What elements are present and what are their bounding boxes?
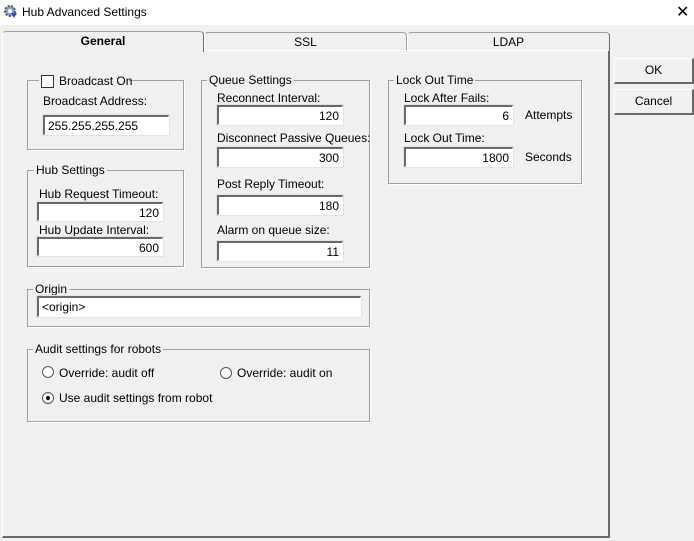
lock-after-fails-input[interactable]: 6 <box>403 104 514 126</box>
gear-app-icon <box>4 5 17 18</box>
hub-update-interval-input[interactable]: 600 <box>36 236 164 257</box>
audit-on-radio[interactable] <box>220 367 232 379</box>
audit-on-label: Override: audit on <box>237 366 333 380</box>
cancel-button[interactable]: Cancel <box>614 89 694 115</box>
hub-settings-group: Hub Settings <box>27 163 184 267</box>
hub-request-timeout-input[interactable]: 120 <box>36 201 164 222</box>
tab-ldap[interactable]: LDAP <box>407 32 610 51</box>
close-button[interactable]: ✕ <box>676 4 690 21</box>
queue-settings-title: Queue Settings <box>207 73 294 87</box>
alarm-queue-size-label: Alarm on queue size: <box>217 223 330 237</box>
audit-title: Audit settings for robots <box>33 342 164 356</box>
hub-request-timeout-label: Hub Request Timeout: <box>39 187 159 201</box>
post-reply-timeout-input[interactable]: 180 <box>216 194 344 216</box>
disconnect-passive-queues-input[interactable]: 300 <box>216 146 344 168</box>
queue-settings-group: Queue Settings <box>201 73 370 268</box>
audit-from-robot-radio[interactable] <box>42 392 54 404</box>
origin-input[interactable]: <origin> <box>36 295 362 318</box>
broadcast-on-checkbox[interactable] <box>41 75 54 88</box>
alarm-queue-size-input[interactable]: 11 <box>216 240 344 262</box>
disconnect-passive-queues-label: Disconnect Passive Queues: <box>217 131 371 145</box>
window-title: Hub Advanced Settings <box>22 5 147 19</box>
seconds-label: Seconds <box>525 150 572 164</box>
reconnect-interval-input[interactable]: 120 <box>216 104 344 126</box>
audit-group: Audit settings for robots <box>27 342 370 422</box>
post-reply-timeout-label: Post Reply Timeout: <box>217 177 325 191</box>
lock-after-fails-label: Lock After Fails: <box>404 91 490 105</box>
title-bar <box>0 0 694 25</box>
audit-off-radio[interactable] <box>42 366 54 378</box>
reconnect-interval-label: Reconnect Interval: <box>217 91 321 105</box>
lock-out-title: Lock Out Time <box>394 73 476 87</box>
audit-from-robot-label: Use audit settings from robot <box>59 391 213 405</box>
lock-out-time-label: Lock Out Time: <box>404 131 485 145</box>
ok-button[interactable]: OK <box>614 58 694 84</box>
origin-title: Origin <box>33 282 70 296</box>
hub-settings-title: Hub Settings <box>34 163 107 177</box>
lock-out-group: Lock Out Time <box>388 73 582 184</box>
origin-group: Origin <box>27 282 370 327</box>
lock-out-time-input[interactable]: 1800 <box>403 146 514 168</box>
audit-off-label: Override: audit off <box>59 366 155 380</box>
broadcast-address-label: Broadcast Address: <box>43 94 148 108</box>
tab-general[interactable]: General <box>2 31 204 52</box>
broadcast-on-label: Broadcast On <box>59 74 133 88</box>
attempts-label: Attempts <box>525 108 573 122</box>
tab-ssl[interactable]: SSL <box>204 32 407 51</box>
hub-update-interval-label: Hub Update Interval: <box>39 223 150 237</box>
broadcast-address-input[interactable]: 255.255.255.255 <box>42 114 170 136</box>
